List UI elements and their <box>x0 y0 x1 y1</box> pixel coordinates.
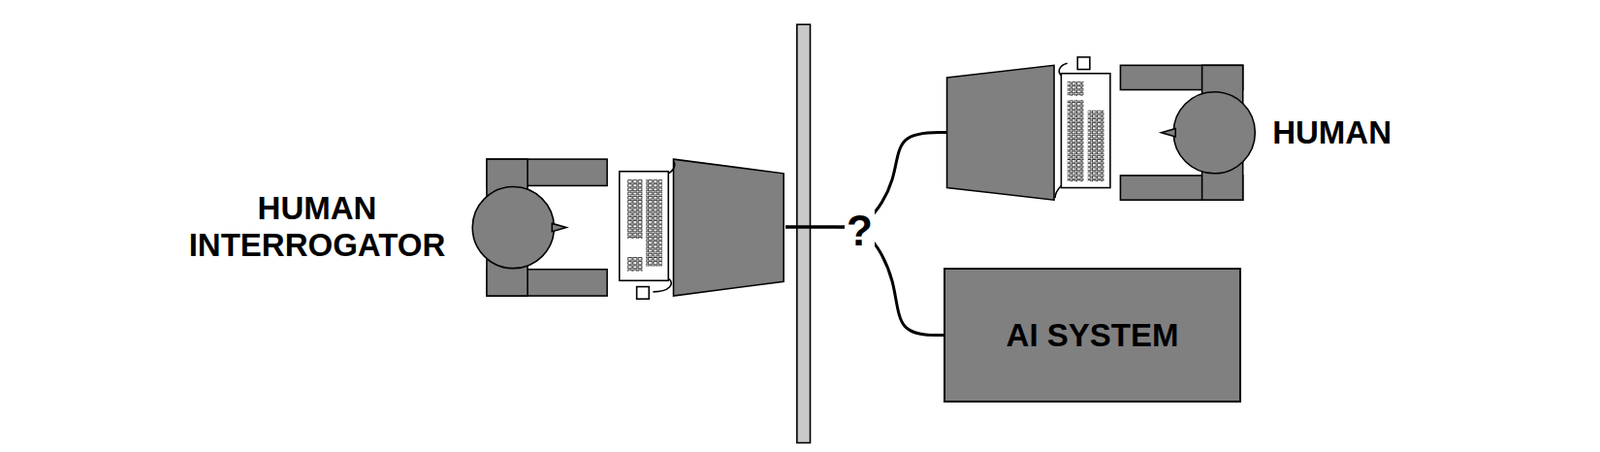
divider-wall <box>797 24 811 443</box>
human-figure <box>1120 64 1255 200</box>
interrogator-figure <box>472 159 608 296</box>
human-station: HUMAN <box>947 64 1396 200</box>
node-label: AI SYSTEM <box>1006 317 1180 354</box>
interrogator-terminal <box>619 159 784 299</box>
interrogator-station: HUMAN INTERROGATOR <box>162 153 786 301</box>
node-label: HUMAN INTERROGATOR <box>166 190 468 264</box>
human-terminal <box>947 57 1111 200</box>
node-label: HUMAN <box>1272 114 1392 152</box>
ai-system-box: AI SYSTEM <box>943 267 1242 403</box>
junction-question-mark: ? <box>844 209 875 253</box>
